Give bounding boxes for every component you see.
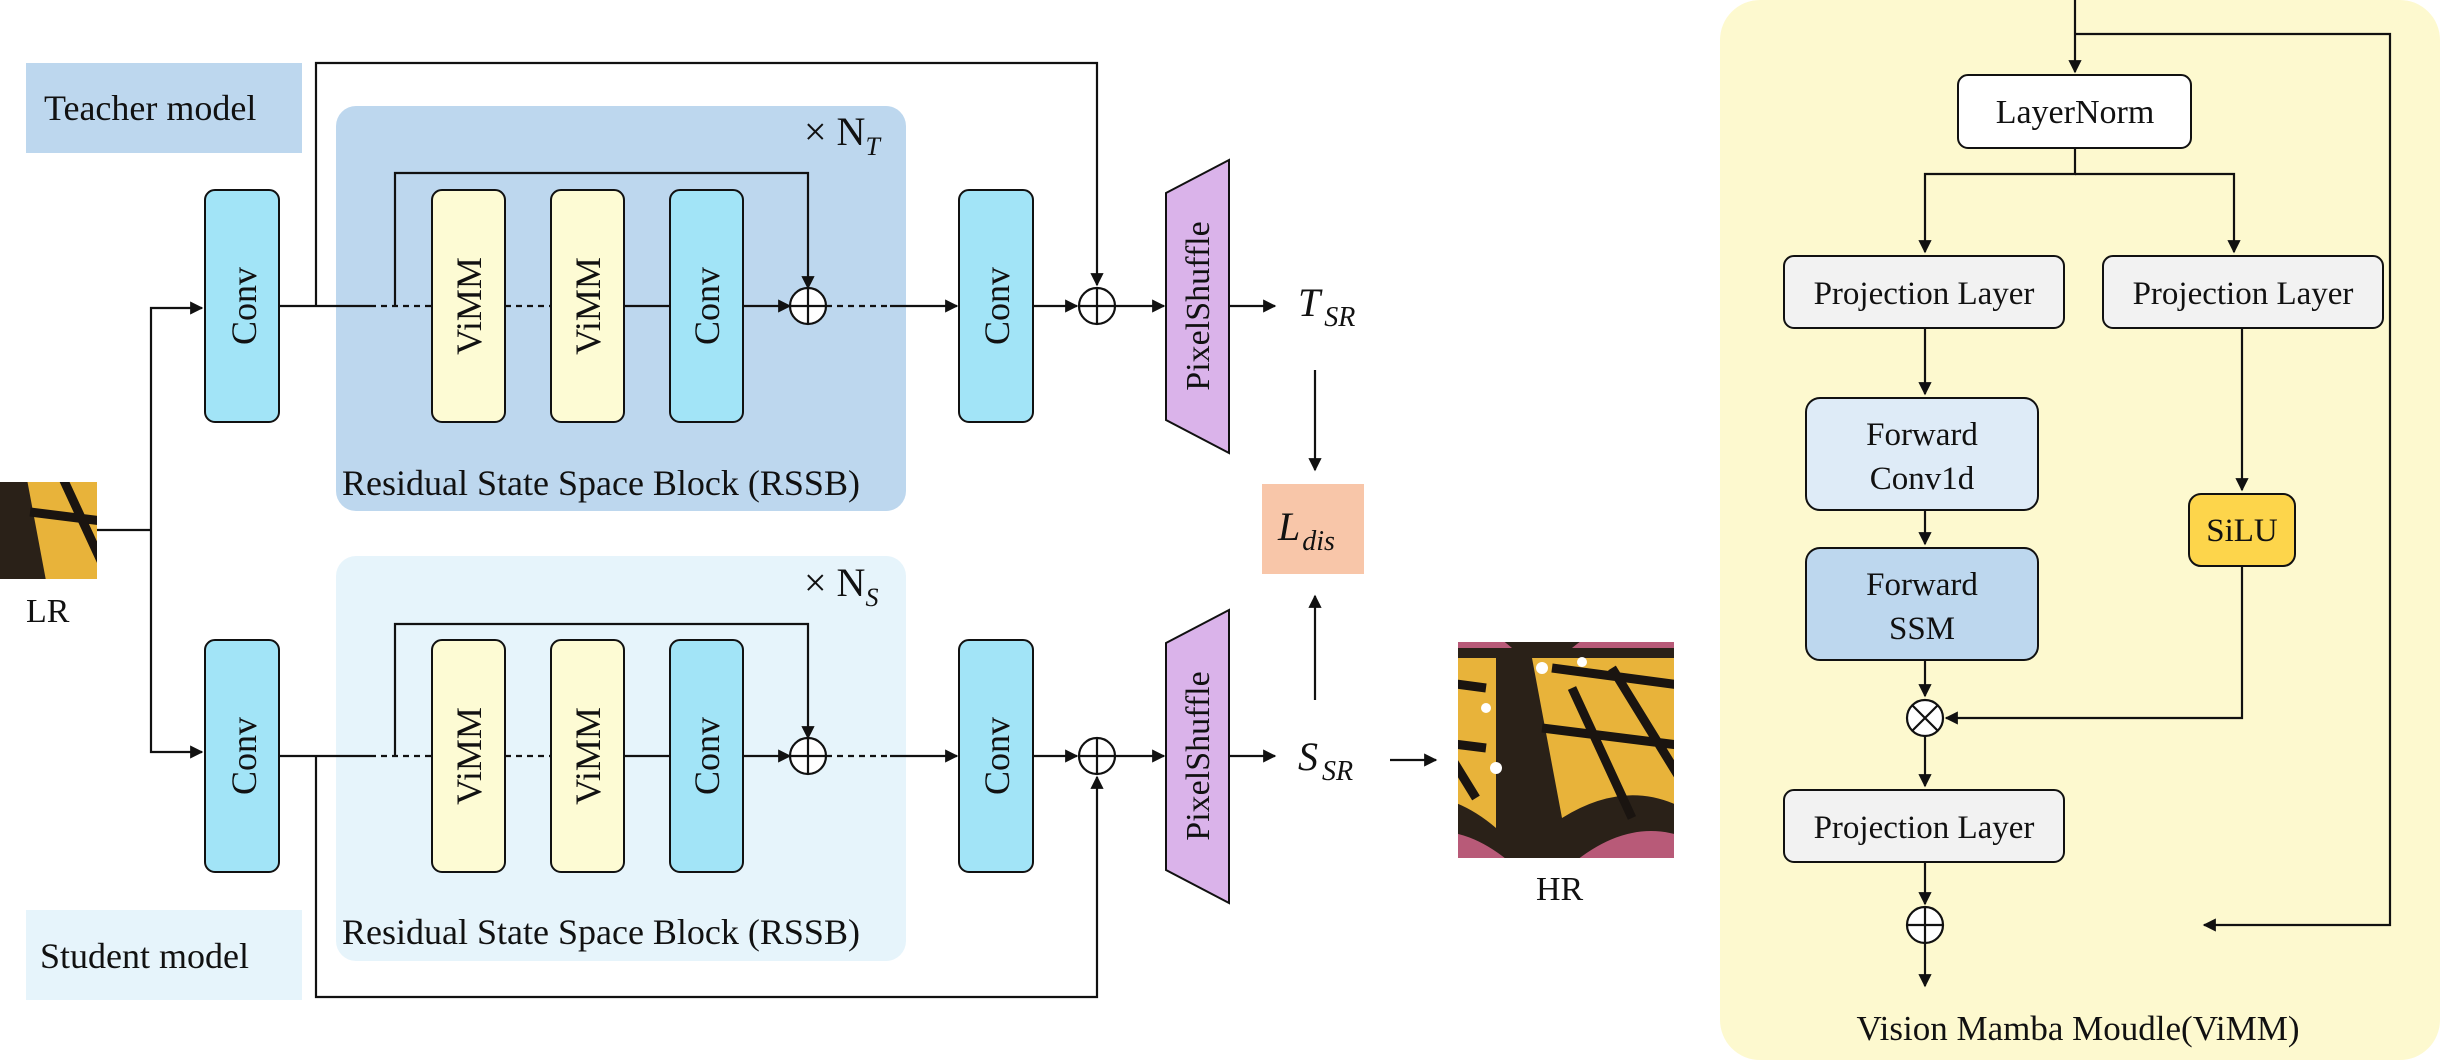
student-pixelshuffle-label: PixelShuffle — [1180, 671, 1217, 840]
distillation-loss: Ldis — [1262, 370, 1364, 700]
vimm-forward-ssm-line1: Forward — [1866, 567, 1978, 603]
vimm-proj-bottom-label: Projection Layer — [1814, 810, 2035, 846]
vimm-proj-left-label: Projection Layer — [1814, 276, 2035, 312]
teacher-model-label: Teacher model — [44, 88, 256, 128]
teacher-model-label-box — [26, 63, 302, 153]
hr-image — [1458, 642, 1674, 858]
teacher-rssb-caption: Residual State Space Block (RSSB) — [342, 463, 860, 503]
teacher-conv-in-label: Conv — [224, 267, 264, 345]
teacher-pixelshuffle — [1165, 158, 1230, 455]
vimm-caption: Vision Mamba Moudle(ViMM) — [1857, 1009, 2300, 1048]
vimm-proj-right-label: Projection Layer — [2133, 276, 2354, 312]
student-pixelshuffle — [1165, 608, 1230, 905]
hr-label: HR — [1536, 871, 1584, 908]
loss-box — [1262, 484, 1364, 574]
loss-label: Ldis — [1277, 504, 1335, 557]
vimm-forward-conv1d-line2: Conv1d — [1870, 461, 1975, 497]
hr-output: HR — [1458, 642, 1674, 908]
vimm-silu-label: SiLU — [2206, 513, 2278, 549]
teacher-vimm-1-label: ViMM — [449, 257, 489, 355]
lr-label: LR — [26, 593, 70, 630]
student-branch: Student model × NS Residual State Space … — [26, 556, 1438, 1000]
lr-input: LR — [0, 301, 204, 759]
teacher-vimm-2-label: ViMM — [568, 257, 608, 355]
student-vimm-2-label: ViMM — [568, 707, 608, 805]
student-model-label: Student model — [40, 936, 249, 976]
vimm-layernorm-label: LayerNorm — [1996, 94, 2155, 131]
student-vimm-1-label: ViMM — [449, 707, 489, 805]
vimm-forward-ssm — [1805, 547, 2039, 661]
teacher-pixelshuffle-label: PixelShuffle — [1180, 221, 1217, 390]
student-conv-in-label: Conv — [224, 717, 264, 795]
vimm-forward-ssm-line2: SSM — [1889, 611, 1955, 647]
teacher-conv-block-label: Conv — [687, 267, 727, 345]
student-conv-block-label: Conv — [687, 717, 727, 795]
teacher-conv-out-label: Conv — [977, 267, 1017, 345]
vimm-forward-conv1d-line1: Forward — [1866, 417, 1978, 453]
vimm-panel-bg — [1720, 0, 2440, 1060]
student-rssb-caption: Residual State Space Block (RSSB) — [342, 912, 860, 952]
teacher-repeat-label: × NT — [804, 109, 881, 161]
student-model-label-box — [26, 910, 302, 1000]
student-conv-out-label: Conv — [977, 717, 1017, 795]
student-repeat-label: × NS — [804, 560, 878, 612]
vimm-forward-conv1d — [1805, 397, 2039, 511]
lr-image — [0, 482, 97, 579]
teacher-branch: Teacher model × NT Residual State Space … — [26, 61, 1355, 511]
vimm-module-panel: LayerNorm Projection Layer Projection La… — [1720, 0, 2440, 1060]
